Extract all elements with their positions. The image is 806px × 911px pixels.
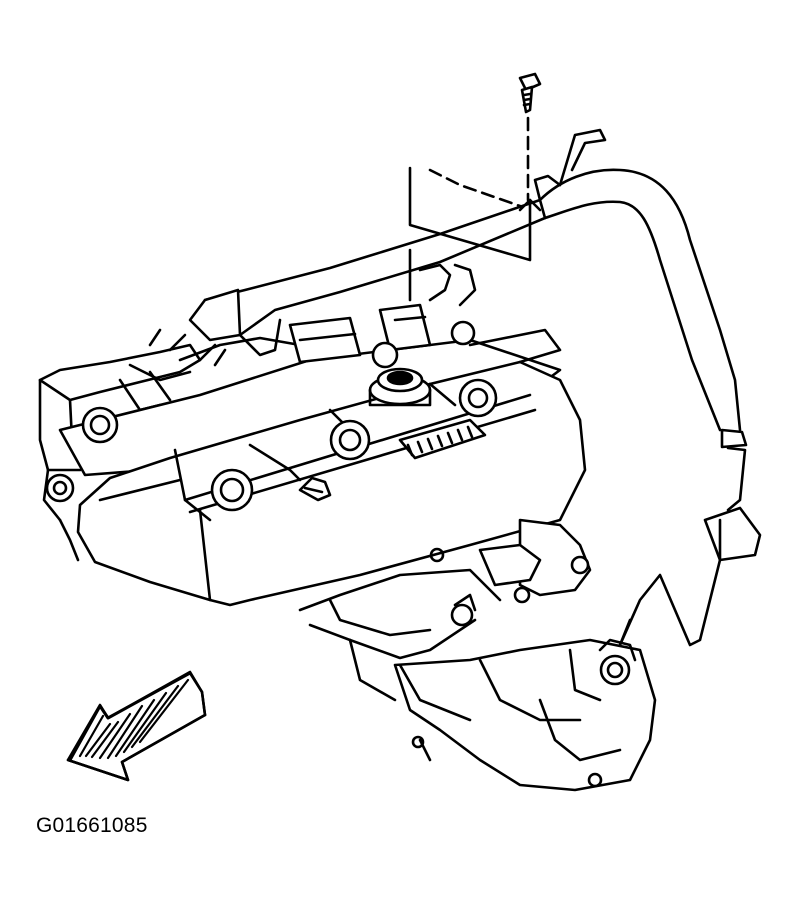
valve-cover bbox=[76, 328, 587, 607]
hose-continuation-line bbox=[618, 558, 722, 647]
hose-guide-line bbox=[428, 168, 522, 208]
coil-connector bbox=[398, 418, 487, 460]
bolt bbox=[518, 72, 542, 114]
wiring-harness bbox=[148, 248, 477, 369]
coil-connector bbox=[298, 476, 332, 502]
lower-manifold bbox=[348, 618, 657, 792]
coil-bolt bbox=[458, 378, 498, 418]
oil-filler-cap bbox=[368, 367, 432, 407]
water-outlet-housing bbox=[298, 518, 592, 660]
section-plane-marker bbox=[408, 166, 532, 262]
coil-bolt bbox=[210, 468, 254, 512]
figure-id-label: G01661085 bbox=[36, 814, 148, 837]
front-arrow-icon bbox=[66, 670, 207, 782]
coolant-hose bbox=[188, 168, 762, 562]
bracket bbox=[518, 128, 607, 212]
coil-bolt bbox=[329, 419, 371, 461]
